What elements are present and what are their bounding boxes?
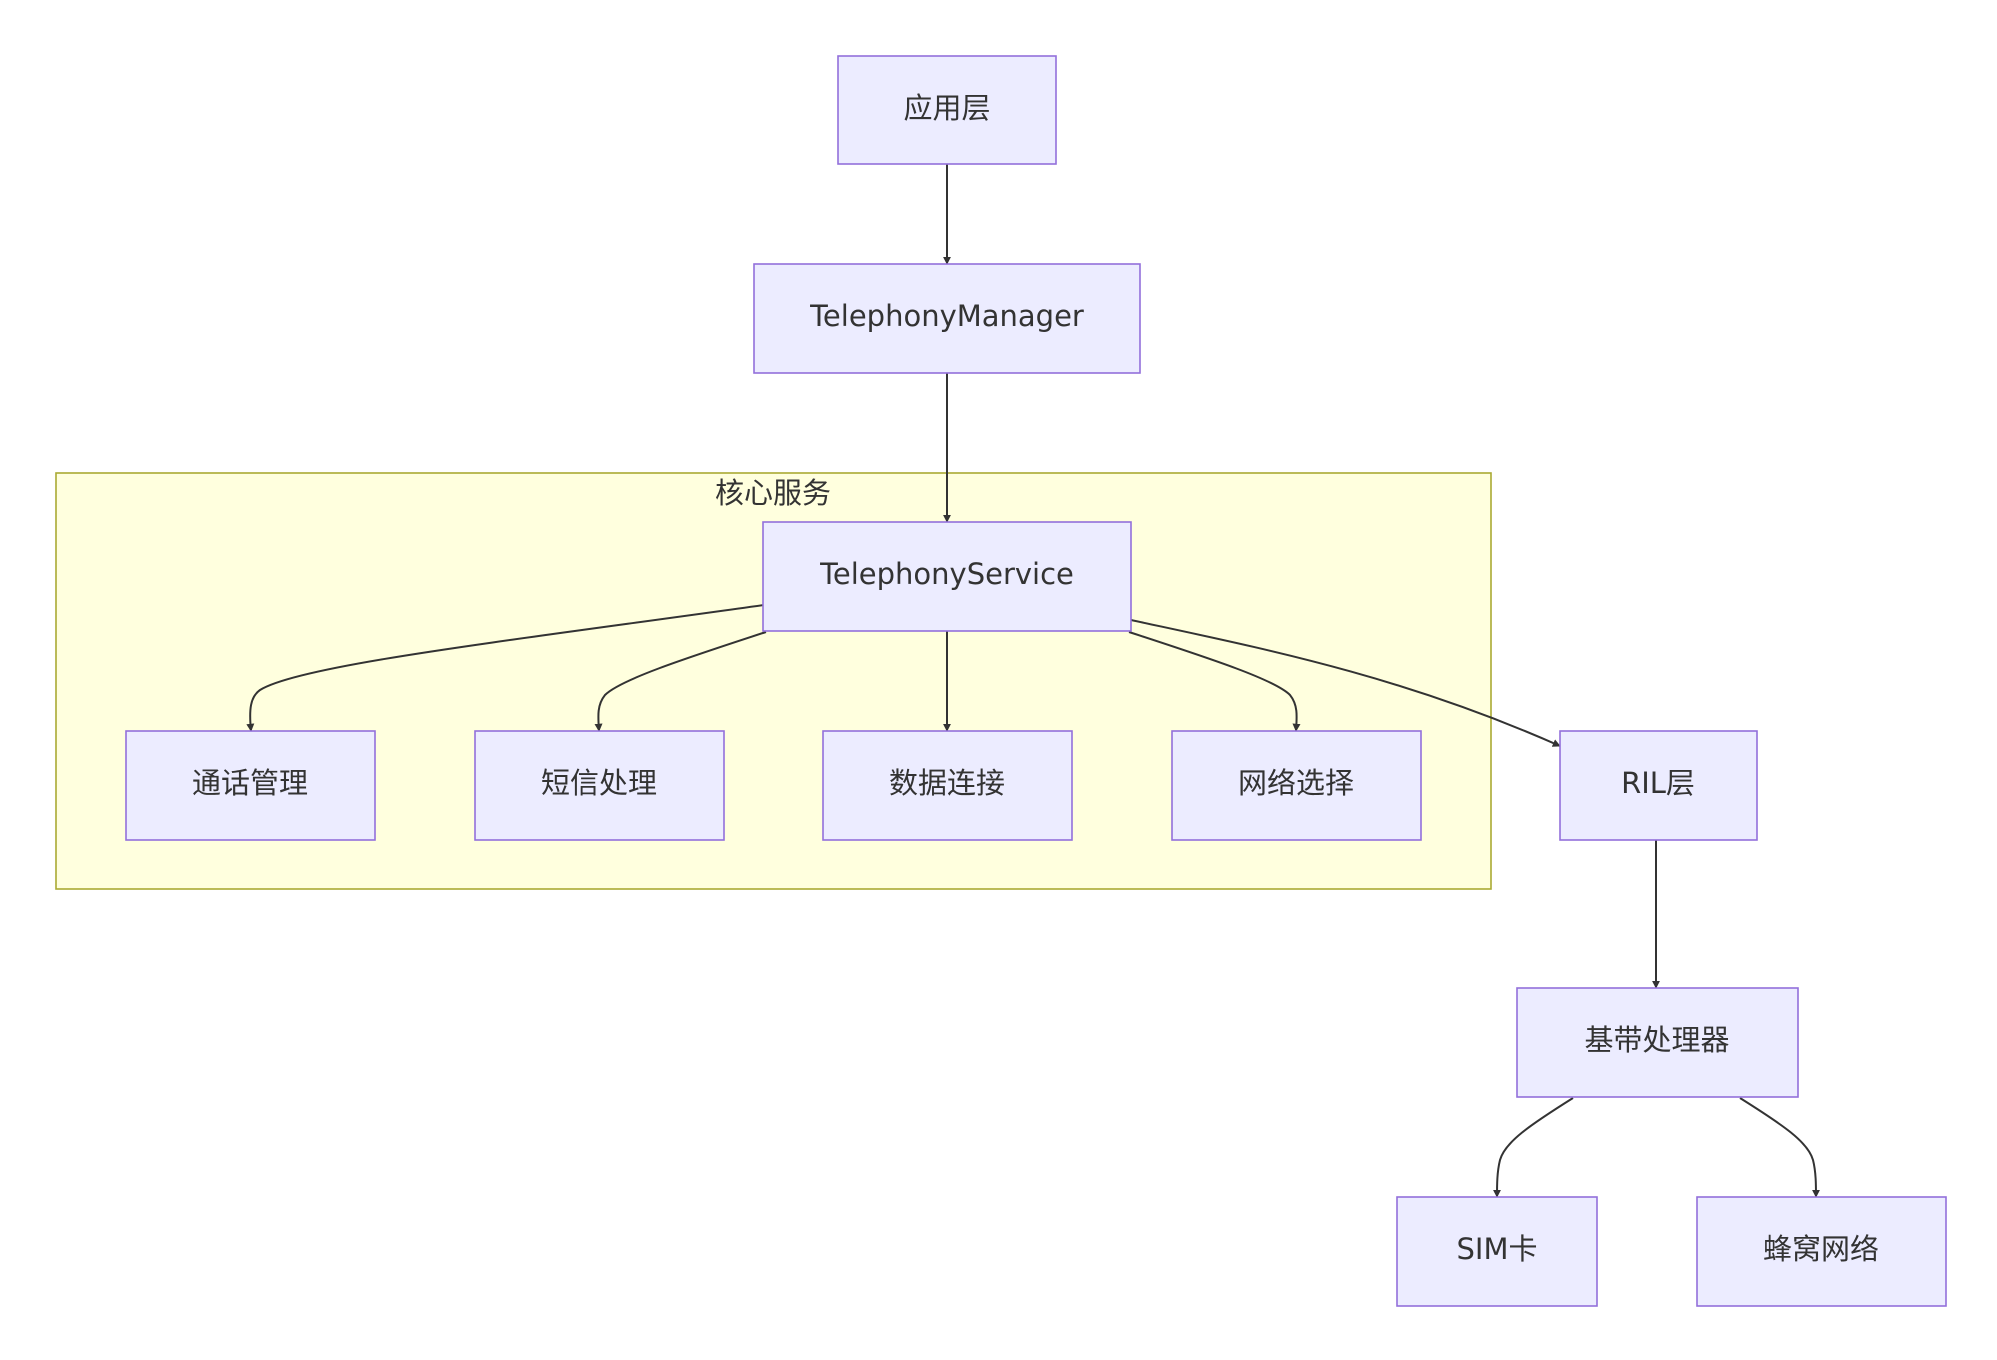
node-call-management: 通话管理 bbox=[125, 730, 376, 841]
node-telephony-service: TelephonyService bbox=[762, 521, 1132, 632]
node-telephony-manager-label: TelephonyManager bbox=[809, 299, 1084, 333]
node-call-management-label: 通话管理 bbox=[192, 766, 308, 800]
edge-telephony-service-to-sms bbox=[594, 631, 767, 732]
node-baseband-processor-label: 基带处理器 bbox=[1584, 1023, 1729, 1057]
node-cellular-network: 蜂窝网络 bbox=[1696, 1196, 1947, 1307]
edge-baseband-to-cellular bbox=[1739, 1097, 1820, 1198]
edge-telephony-service-to-network bbox=[1128, 631, 1301, 732]
edge-telephony-service-to-call bbox=[246, 604, 765, 732]
node-telephony-service-label: TelephonyService bbox=[819, 557, 1074, 591]
group-core-services-label: 核心服务 bbox=[715, 476, 831, 510]
node-ril-layer: RIL层 bbox=[1559, 730, 1758, 841]
node-sms-processing: 短信处理 bbox=[474, 730, 725, 841]
node-app-layer-label: 应用层 bbox=[903, 91, 990, 125]
node-ril-layer-label: RIL层 bbox=[1621, 766, 1695, 800]
edges bbox=[246, 164, 1820, 1198]
node-cellular-network-label: 蜂窝网络 bbox=[1763, 1232, 1879, 1266]
edge-baseband-to-sim bbox=[1493, 1097, 1574, 1198]
edge-telephony-service-to-ril bbox=[1130, 619, 1561, 747]
node-sms-processing-label: 短信处理 bbox=[541, 766, 657, 800]
node-data-connection: 数据连接 bbox=[822, 730, 1073, 841]
node-telephony-manager: TelephonyManager bbox=[753, 263, 1141, 374]
node-data-connection-label: 数据连接 bbox=[889, 766, 1005, 800]
node-app-layer: 应用层 bbox=[837, 55, 1057, 165]
node-network-selection-label: 网络选择 bbox=[1238, 766, 1354, 800]
node-sim-card: SIM卡 bbox=[1396, 1196, 1598, 1307]
node-network-selection: 网络选择 bbox=[1171, 730, 1422, 841]
node-sim-card-label: SIM卡 bbox=[1457, 1232, 1538, 1266]
node-baseband-processor: 基带处理器 bbox=[1516, 987, 1799, 1098]
